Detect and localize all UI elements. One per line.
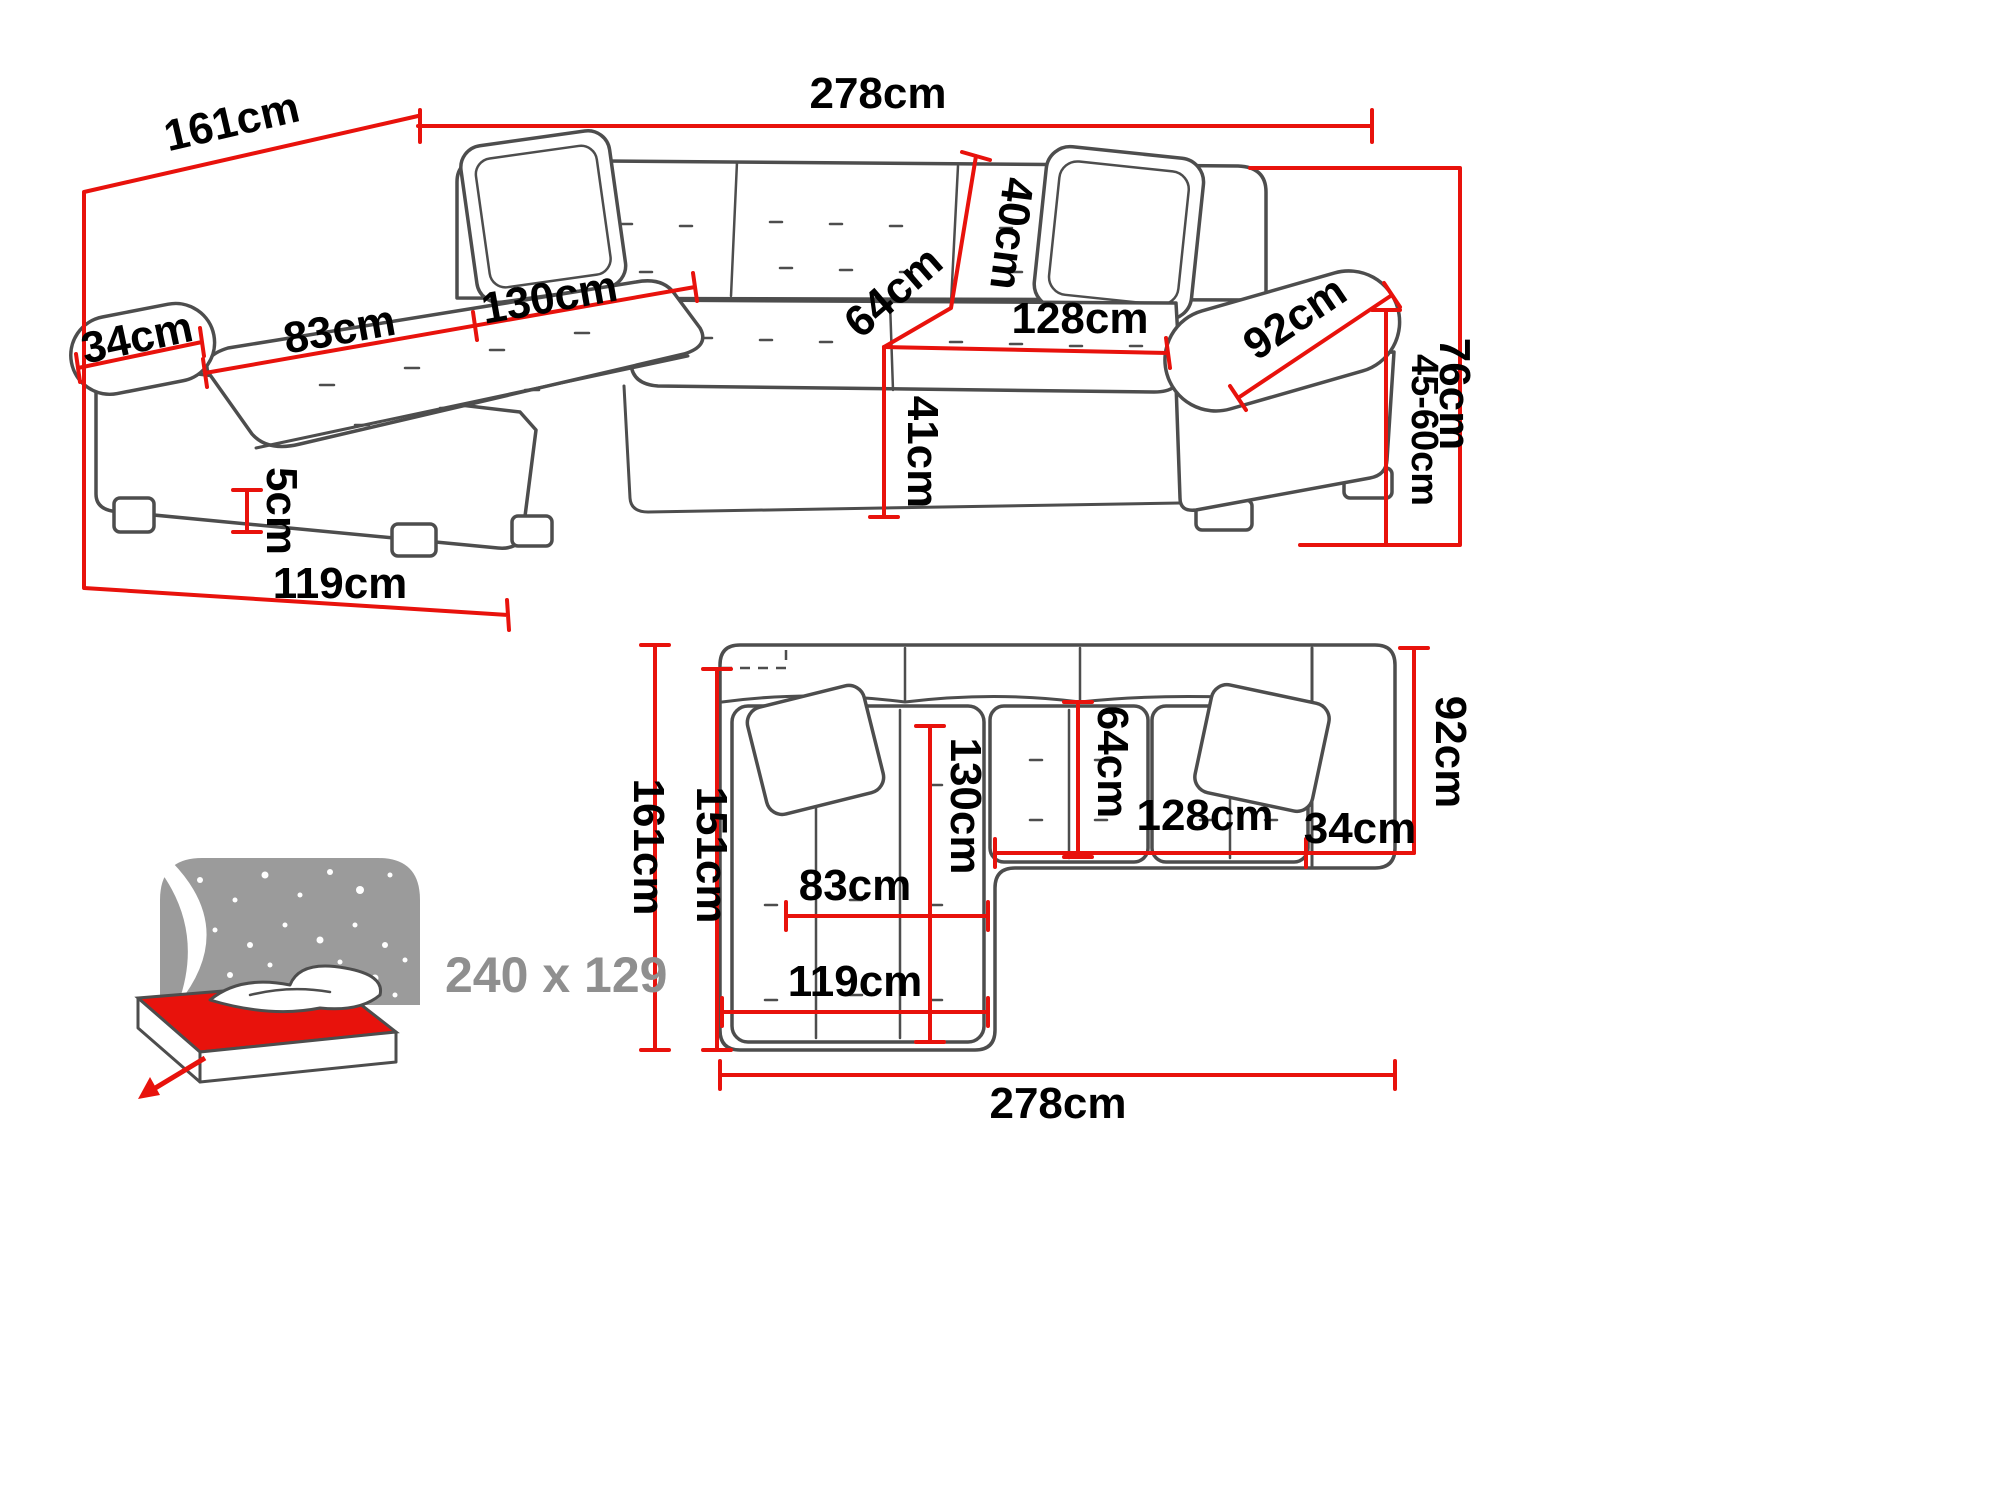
- plan-pillow-left-shape: [745, 683, 886, 817]
- plan-pillow-right-shape: [1193, 682, 1331, 814]
- plan-dim-278-line: [718, 1059, 1397, 1091]
- front-dim-frame: [82, 114, 511, 632]
- plan-dashed-offset: [722, 645, 788, 670]
- chaise-cushion: [205, 279, 705, 449]
- top-view-sofa-sketch: [718, 643, 1397, 1052]
- pillow-left-seam: [474, 144, 612, 289]
- front-view: 278cm 161cm 34cm 83cm 130cm 40cm 64cm 12…: [69, 69, 1479, 632]
- top-view-dimension-labels: 161cm 151cm 130cm 64cm 83cm 128cm 34cm 9…: [624, 696, 1475, 1128]
- bed-duvet-fold: [248, 987, 332, 997]
- plan-dim-151-line: [701, 667, 733, 1052]
- plan-arm-width-label: 34cm: [1304, 804, 1417, 853]
- front-dim-5-line: [231, 488, 263, 534]
- chaise-cushion-edge: [254, 354, 690, 450]
- plan-seat-depth-label: 64cm: [1088, 706, 1137, 819]
- sofa-leg: [112, 496, 156, 534]
- plan-armrest-length-label: 92cm: [1426, 696, 1475, 809]
- armrest-right-shape: [1163, 269, 1402, 413]
- pillow-left: [459, 128, 628, 305]
- front-armrest-height-label: 45-60cm: [1403, 354, 1445, 506]
- plan-dim-161-line: [639, 643, 671, 1052]
- headboard-swoosh: [158, 862, 207, 1004]
- front-dim-45-60-line: [1370, 308, 1402, 547]
- front-dim-128-line: [882, 336, 1172, 370]
- plan-dim-128-34-line: [993, 837, 1416, 869]
- plan-depth-total-label: 161cm: [624, 778, 673, 915]
- sofa-front-rail: [622, 384, 1182, 514]
- seat-tufting: [698, 336, 1144, 348]
- front-width-total-label: 278cm: [809, 69, 946, 118]
- plan-dim-130-line: [914, 724, 946, 1044]
- plan-dim-83-line: [784, 900, 990, 932]
- sleeping-area-label: 240 x 129: [445, 947, 667, 1003]
- front-depth-total-label: 161cm: [159, 83, 304, 162]
- pillow-right-seam: [1047, 160, 1191, 306]
- bed-pullout-arrow-head: [138, 1077, 160, 1099]
- plan-width-total-label: 278cm: [989, 1079, 1126, 1128]
- sofa-leg: [510, 514, 554, 548]
- plan-seat-width-label: 128cm: [1136, 791, 1273, 840]
- top-view-dimension-lines: [639, 643, 1430, 1091]
- plan-pillow-right: [1193, 682, 1331, 814]
- plan-depth-inner-label: 151cm: [687, 786, 736, 923]
- bed-left-face: [136, 996, 202, 1084]
- plan-dim-92-line: [1398, 646, 1430, 855]
- backrest-division: [949, 164, 960, 305]
- sofa-leg: [390, 522, 438, 558]
- front-dim-278-line: [416, 108, 1374, 144]
- front-chaise-length-label: 119cm: [273, 559, 408, 608]
- headboard-stars: [197, 869, 408, 998]
- front-leg-height-label: 5cm: [257, 467, 306, 555]
- plan-chaise-width-label: 83cm: [799, 861, 912, 910]
- armrest-right: [1163, 269, 1402, 413]
- plan-dim-64-line: [1062, 700, 1094, 859]
- plan-chaise-length-label: 119cm: [788, 957, 923, 1006]
- plan-chaise-cushion-length-label: 130cm: [941, 737, 990, 874]
- top-view: 161cm 151cm 130cm 64cm 83cm 128cm 34cm 9…: [624, 643, 1475, 1128]
- plan-backrest-division: [903, 646, 1082, 702]
- front-dim-34-line: [74, 326, 206, 384]
- front-dim-83-130-line: [201, 271, 699, 389]
- armrest-left-shape: [69, 301, 217, 397]
- front-dim-92-line: [1228, 281, 1402, 412]
- bed-pullout-arrow-line: [150, 1055, 207, 1093]
- front-view-dimension-lines: [74, 108, 1462, 632]
- chaise-tufting: [318, 331, 591, 427]
- plan-pillow-left: [745, 683, 886, 817]
- front-dim-41-line: [868, 345, 900, 519]
- sofa-bed-icon: [134, 858, 420, 1099]
- armrest-left: [69, 301, 217, 397]
- front-seat-front-height-label: 41cm: [898, 396, 947, 509]
- pillow-right: [1032, 144, 1206, 322]
- front-dim-40-64-line: [882, 150, 992, 349]
- plan-dim-119-line: [720, 996, 990, 1028]
- bed-headboard: [160, 858, 420, 1005]
- front-total-height-label: 76cm: [1430, 338, 1479, 451]
- front-seat-width-label: 128cm: [1011, 294, 1148, 343]
- backrest-division: [729, 160, 739, 298]
